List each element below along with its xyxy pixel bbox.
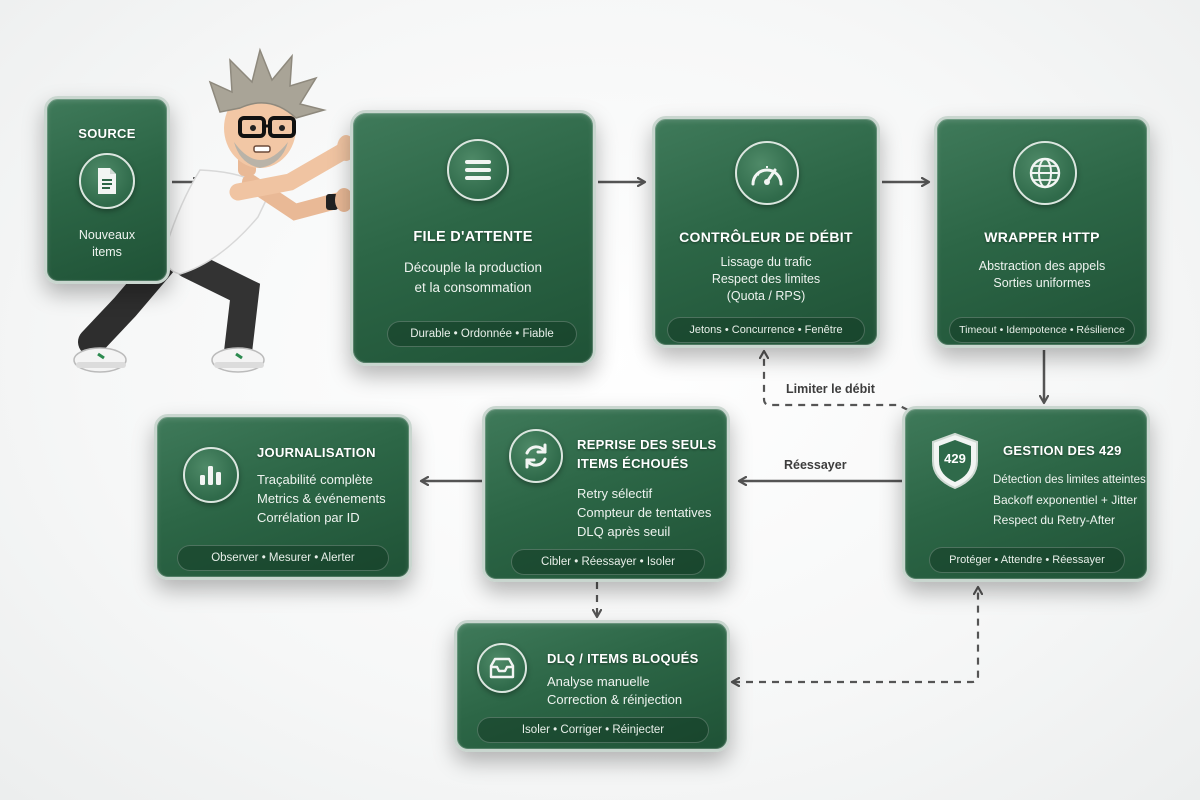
retry-desc-line2: Compteur de tentatives <box>577 505 712 520</box>
source-desc-line1: Nouveaux <box>78 228 136 242</box>
logging-footer: Observer • Mesurer • Alerter <box>177 545 389 571</box>
handling-429-desc-line2: Backoff exponentiel + Jitter <box>993 493 1138 507</box>
badge-429: 429 <box>944 451 966 466</box>
retry-title-line2: ITEMS ÉCHOUÉS <box>577 456 689 471</box>
handling-429-desc-line1: Détection des limites atteintes <box>993 474 1146 486</box>
edge-label-limit-rate: Limiter le débit <box>786 382 875 396</box>
http-wrapper-desc-line2: Sorties uniformes <box>993 276 1091 290</box>
source-desc-line2: items <box>92 245 122 259</box>
http-wrapper-card[interactable]: WRAPPER HTTP Abstraction des appels Sort… <box>934 116 1150 348</box>
edge-label-retry: Réessayer <box>784 458 847 472</box>
dlq-desc-line2: Correction & réinjection <box>547 692 683 707</box>
handling-429-desc-line3: Respect du Retry-After <box>993 513 1116 527</box>
list-icon <box>447 139 509 201</box>
arrow-limit-rate <box>764 352 909 411</box>
globe-icon <box>1013 141 1077 205</box>
queue-footer: Durable • Ordonnée • Fiable <box>387 321 577 347</box>
rate-controller-card[interactable]: CONTRÔLEUR DE DÉBIT Lissage du trafic Re… <box>652 116 880 348</box>
refresh-icon <box>509 429 563 483</box>
retry-title-line1: REPRISE DES SEULS <box>577 437 717 452</box>
retry-desc-line1: Retry sélectif <box>577 486 653 501</box>
logging-desc-line1: Traçabilité complète <box>257 472 373 487</box>
logging-desc-line2: Metrics & événements <box>257 491 386 506</box>
http-wrapper-footer: Timeout • Idempotence • Résilience <box>949 317 1135 343</box>
queue-card[interactable]: FILE D'ATTENTE Découple la production et… <box>350 110 596 366</box>
handling-429-title: GESTION DES 429 <box>1003 443 1122 458</box>
inbox-icon <box>477 643 527 693</box>
speedometer-icon <box>735 141 799 205</box>
rate-controller-desc-line3: (Quota / RPS) <box>726 289 806 303</box>
arrow-dlq-to-429 <box>733 588 978 682</box>
logging-card[interactable]: JOURNALISATION Traçabilité complète Metr… <box>154 414 412 580</box>
document-icon <box>79 153 135 209</box>
rate-controller-footer: Jetons • Concurrence • Fenêtre <box>667 317 865 343</box>
rate-controller-desc-line1: Lissage du trafic <box>720 255 812 269</box>
queue-title: FILE D'ATTENTE <box>413 229 533 245</box>
retry-card[interactable]: REPRISE DES SEULS ITEMS ÉCHOUÉS Retry sé… <box>482 406 730 582</box>
queue-desc-line1: Découple la production <box>403 260 543 275</box>
source-title: SOURCE <box>78 126 136 141</box>
queue-desc-line2: et la consommation <box>414 280 532 295</box>
rate-controller-desc-line2: Respect des limites <box>711 272 821 286</box>
dlq-desc-line1: Analyse manuelle <box>547 674 650 689</box>
dlq-footer: Isoler • Corriger • Réinjecter <box>477 717 709 743</box>
shield-icon: 429 <box>927 431 983 491</box>
rate-controller-title: CONTRÔLEUR DE DÉBIT <box>679 229 853 245</box>
dlq-title: DLQ / ITEMS BLOQUÉS <box>547 651 699 666</box>
http-wrapper-title: WRAPPER HTTP <box>984 229 1100 245</box>
dlq-card[interactable]: DLQ / ITEMS BLOQUÉS Analyse manuelle Cor… <box>454 620 730 752</box>
retry-footer: Cibler • Réessayer • Isoler <box>511 549 705 575</box>
retry-desc-line3: DLQ après seuil <box>577 524 671 539</box>
handling-429-card[interactable]: 429 GESTION DES 429 Détection des limite… <box>902 406 1150 582</box>
handling-429-footer: Protéger • Attendre • Réessayer <box>929 547 1125 573</box>
logging-desc-line3: Corrélation par ID <box>257 510 360 525</box>
logging-title: JOURNALISATION <box>257 445 376 460</box>
source-card[interactable]: SOURCE Nouveaux items <box>44 96 170 284</box>
http-wrapper-desc-line1: Abstraction des appels <box>978 259 1106 273</box>
bar-chart-icon <box>183 447 239 503</box>
